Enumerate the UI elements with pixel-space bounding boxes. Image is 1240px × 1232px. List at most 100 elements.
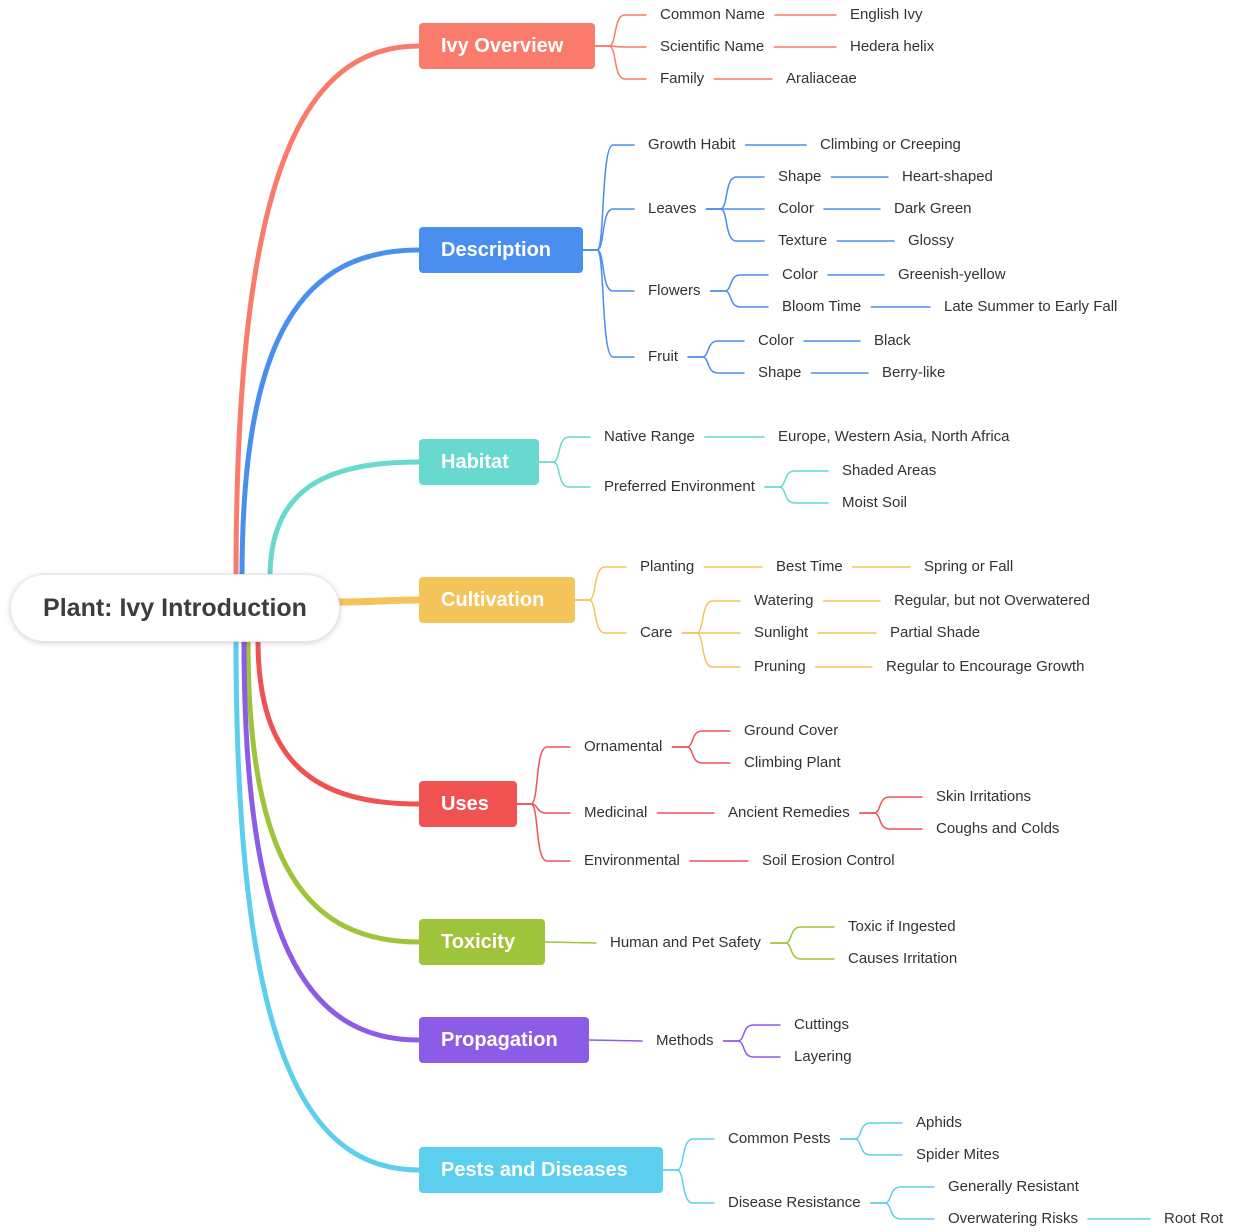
- connector-line: [687, 356, 745, 374]
- topic-environmental[interactable]: Environmental: [584, 852, 680, 869]
- branch-description[interactable]: Description: [419, 227, 583, 273]
- branch-ivy-overview[interactable]: Ivy Overview: [419, 23, 595, 69]
- connector-line: [594, 45, 647, 80]
- topic-climbing-or-creeping[interactable]: Climbing or Creeping: [820, 136, 961, 153]
- connector-line: [662, 1169, 715, 1204]
- connector-line: [582, 144, 635, 251]
- topic-generally-resistant[interactable]: Generally Resistant: [948, 1178, 1079, 1195]
- topic-glossy[interactable]: Glossy: [908, 232, 954, 249]
- topic-coughs-and-colds[interactable]: Coughs and Colds: [936, 820, 1060, 837]
- topic-common-pests[interactable]: Common Pests: [728, 1130, 831, 1147]
- topic-moist-soil[interactable]: Moist Soil: [842, 494, 908, 511]
- branch-pests-and-diseases[interactable]: Pests and Diseases: [419, 1147, 663, 1193]
- topic-shape[interactable]: Shape: [778, 168, 822, 185]
- connector-line: [858, 796, 923, 814]
- topic-late-summer-to-early-fall[interactable]: Late Summer to Early Fall: [944, 298, 1118, 315]
- topic-soil-erosion-control[interactable]: Soil Erosion Control: [762, 852, 895, 869]
- connector-line: [705, 208, 765, 242]
- topic-regular-to-encourage-growth[interactable]: Regular to Encourage Growth: [886, 658, 1085, 675]
- topic-color[interactable]: Color: [778, 200, 814, 217]
- connector-line: [687, 340, 745, 358]
- topic-bloom-time[interactable]: Bloom Time: [782, 298, 862, 315]
- topic-overwatering-risks[interactable]: Overwatering Risks: [948, 1210, 1079, 1227]
- topic-shape[interactable]: Shape: [758, 364, 802, 381]
- topic-medicinal[interactable]: Medicinal: [584, 804, 648, 821]
- topic-native-range[interactable]: Native Range: [604, 428, 695, 445]
- topic-root-rot[interactable]: Root Rot: [1164, 1210, 1224, 1227]
- topic-planting[interactable]: Planting: [640, 558, 695, 575]
- main-branch-curve: [241, 637, 422, 1043]
- root-topic[interactable]: Plant: Ivy Introduction: [10, 574, 340, 642]
- connector-line: [858, 812, 923, 830]
- branch-propagation[interactable]: Propagation: [419, 1017, 589, 1063]
- topic-family[interactable]: Family: [660, 70, 705, 87]
- connector-line: [582, 208, 635, 251]
- main-branch-curve: [239, 247, 422, 581]
- topic-care[interactable]: Care: [640, 624, 673, 641]
- connector-line: [839, 1138, 903, 1156]
- topic-scientific-name[interactable]: Scientific Name: [660, 38, 765, 55]
- topic-spider-mites[interactable]: Spider Mites: [916, 1146, 1000, 1163]
- main-branch-curve: [233, 637, 422, 1173]
- topic-watering[interactable]: Watering: [754, 592, 814, 609]
- topic-hedera-helix[interactable]: Hedera helix: [850, 38, 935, 55]
- branch-toxicity[interactable]: Toxicity: [419, 919, 545, 965]
- connector-line: [764, 486, 829, 504]
- connector-line: [582, 249, 635, 292]
- topic-dark-green[interactable]: Dark Green: [894, 200, 972, 217]
- main-branch-curve: [233, 43, 422, 581]
- topic-sunlight[interactable]: Sunlight: [754, 624, 809, 641]
- topic-flowers[interactable]: Flowers: [648, 282, 701, 299]
- connector-line: [722, 1040, 781, 1058]
- connector-line: [516, 746, 571, 805]
- topic-english-ivy[interactable]: English Ivy: [850, 6, 923, 23]
- topic-leaves[interactable]: Leaves: [648, 200, 697, 217]
- topic-climbing-plant[interactable]: Climbing Plant: [744, 754, 841, 771]
- connector-line: [770, 926, 835, 944]
- topic-cuttings[interactable]: Cuttings: [794, 1016, 850, 1033]
- connector-line: [869, 1202, 935, 1220]
- topic-ground-cover[interactable]: Ground Cover: [744, 722, 839, 739]
- topic-heart-shaped[interactable]: Heart-shaped: [902, 168, 993, 185]
- topic-layering[interactable]: Layering: [794, 1048, 852, 1065]
- topic-human-and-pet-safety[interactable]: Human and Pet Safety: [610, 934, 761, 951]
- connector-line: [671, 746, 731, 764]
- topic-toxic-if-ingested[interactable]: Toxic if Ingested: [848, 918, 956, 935]
- branch-cultivation[interactable]: Cultivation: [419, 577, 575, 623]
- topic-fruit[interactable]: Fruit: [648, 348, 678, 365]
- topic-common-name[interactable]: Common Name: [660, 6, 766, 23]
- topic-color[interactable]: Color: [758, 332, 794, 349]
- topic-aphids[interactable]: Aphids: [916, 1114, 962, 1131]
- topic-europe-western-asia-north-africa[interactable]: Europe, Western Asia, North Africa: [778, 428, 1010, 445]
- branch-uses[interactable]: Uses: [419, 781, 517, 827]
- connector-line: [709, 274, 769, 292]
- branch-habitat[interactable]: Habitat: [419, 439, 539, 485]
- topic-ornamental[interactable]: Ornamental: [584, 738, 663, 755]
- topic-regular-but-not-overwatered[interactable]: Regular, but not Overwatered: [894, 592, 1090, 609]
- topic-disease-resistance[interactable]: Disease Resistance: [728, 1194, 861, 1211]
- topic-ancient-remedies[interactable]: Ancient Remedies: [728, 804, 850, 821]
- topic-skin-irritations[interactable]: Skin Irritations: [936, 788, 1032, 805]
- topic-pruning[interactable]: Pruning: [754, 658, 806, 675]
- topic-best-time[interactable]: Best Time: [776, 558, 843, 575]
- topic-spring-or-fall[interactable]: Spring or Fall: [924, 558, 1014, 575]
- topic-partial-shade[interactable]: Partial Shade: [890, 624, 981, 641]
- connector-line: [538, 436, 591, 463]
- topic-araliaceae[interactable]: Araliaceae: [786, 70, 857, 87]
- topic-berry-like[interactable]: Berry-like: [882, 364, 946, 381]
- topic-black[interactable]: Black: [874, 332, 911, 349]
- topic-preferred-environment[interactable]: Preferred Environment: [604, 478, 755, 495]
- connector-line: [839, 1122, 903, 1140]
- topic-greenish-yellow[interactable]: Greenish-yellow: [898, 266, 1006, 283]
- topic-shaded-areas[interactable]: Shaded Areas: [842, 462, 937, 479]
- connector-line: [869, 1186, 935, 1204]
- topic-methods[interactable]: Methods: [656, 1032, 714, 1049]
- topic-growth-habit[interactable]: Growth Habit: [648, 136, 736, 153]
- topic-causes-irritation[interactable]: Causes Irritation: [848, 950, 958, 967]
- topic-color[interactable]: Color: [782, 266, 818, 283]
- connector-line: [770, 942, 835, 960]
- connector-line: [671, 730, 731, 748]
- topic-texture[interactable]: Texture: [778, 232, 828, 249]
